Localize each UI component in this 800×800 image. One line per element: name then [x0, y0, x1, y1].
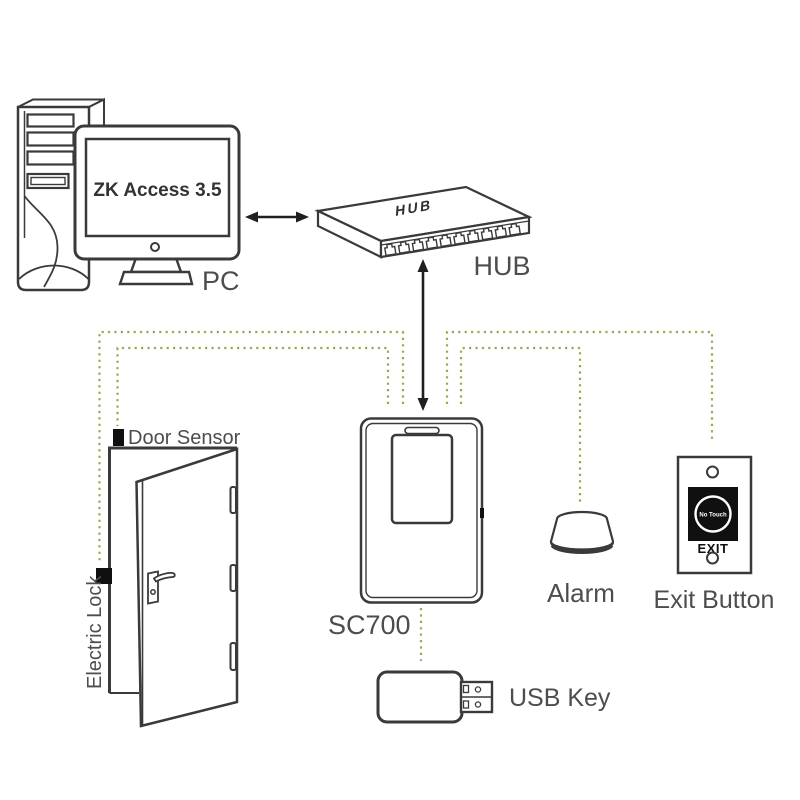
wire-door-sensor [116, 346, 390, 426]
sc700-label: SC700 [328, 610, 411, 640]
usb-contact [462, 700, 470, 709]
pc-hub-arrow [245, 211, 309, 223]
exit-screw-top [706, 465, 719, 479]
tower-panel-inner [30, 176, 66, 186]
tower-base-curve [18, 264, 90, 280]
exit-sensor-ring [694, 495, 732, 533]
hub-sc700-arrow [417, 259, 429, 411]
arrowhead-right [296, 211, 309, 223]
drive-bay [26, 131, 75, 147]
pc-label: PC [202, 266, 240, 296]
monitor-stand-base [118, 270, 194, 286]
hub-top-text: HUB [395, 197, 433, 220]
door-leaf [135, 447, 239, 728]
arrowhead-left [245, 211, 258, 223]
drive-bay [26, 150, 75, 166]
door-frame [108, 446, 237, 693]
sc700-slot [404, 426, 440, 435]
no-touch-text: No Touch [699, 513, 727, 519]
exit-plate-text: EXIT [698, 541, 729, 556]
electric-lock: Electric Lock [84, 568, 112, 689]
arrowhead-down [417, 398, 429, 411]
door-keyhole [150, 589, 156, 595]
arrowhead-up [417, 259, 429, 272]
door-sensor-icon [113, 429, 124, 446]
pc-monitor-icon: ZK Access 3.5 PC [73, 124, 241, 296]
door-handle-lever [152, 572, 176, 583]
sc700-card-window [390, 433, 454, 525]
hub-icon: HUB HUB [314, 185, 533, 281]
alarm-dome [549, 510, 615, 551]
usb-hole [474, 686, 482, 693]
usb-key-icon: USB Key [376, 670, 611, 724]
exit-button-icon: No Touch EXIT Exit Button [654, 455, 775, 614]
drive-bay [26, 113, 75, 128]
monitor-power-button [150, 242, 160, 252]
door-hinge [229, 642, 237, 671]
usb-hole [474, 701, 482, 708]
door-sensor-label: Door Sensor [128, 427, 241, 449]
monitor-screen [84, 137, 231, 238]
screen-text: ZK Access 3.5 [93, 180, 222, 201]
exit-button-label: Exit Button [654, 586, 775, 614]
usb-key-label: USB Key [509, 684, 611, 712]
usb-body [376, 670, 464, 724]
sc700-side-notch [480, 508, 484, 518]
hub-label: HUB [473, 251, 530, 281]
wiring [98, 330, 714, 661]
door-hinge [229, 564, 237, 592]
door-icon [108, 446, 239, 728]
alarm-rim [550, 542, 614, 554]
wire-exit-button [445, 330, 714, 441]
electric-lock-icon [96, 568, 112, 584]
sc700-icon: SC700 [328, 417, 484, 640]
door-hinge [229, 486, 237, 514]
alarm-label: Alarm [547, 578, 615, 608]
tower-swoosh [23, 195, 59, 288]
door-sensor: Door Sensor [113, 427, 241, 449]
usb-contact [462, 684, 470, 694]
exit-screw-bottom [706, 551, 719, 565]
electric-lock-label: Electric Lock [84, 575, 106, 689]
alarm-icon: Alarm [547, 510, 615, 608]
wire-alarm [459, 346, 582, 503]
